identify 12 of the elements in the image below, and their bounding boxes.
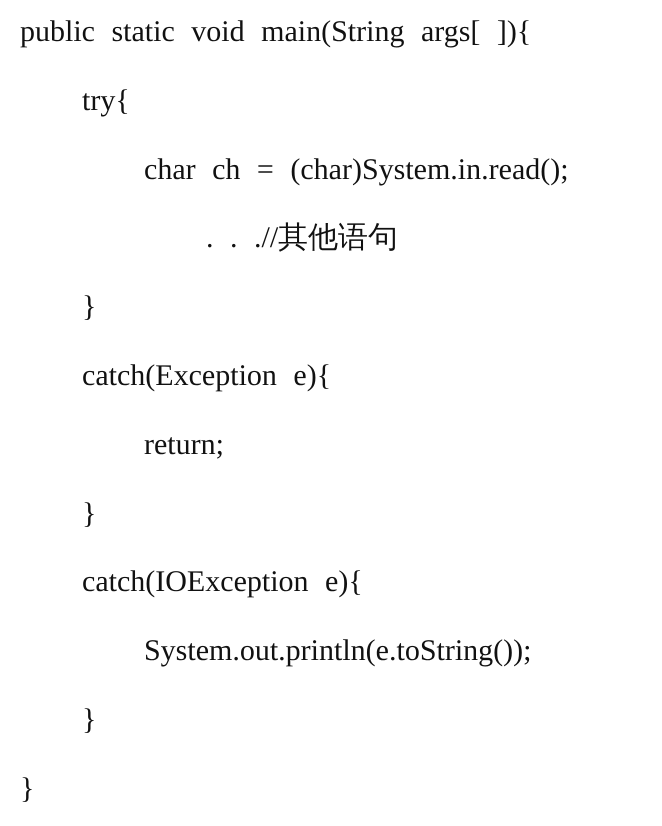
code-line: } bbox=[20, 770, 34, 807]
code-line: } bbox=[82, 289, 96, 326]
code-line: catch(Exception e){ bbox=[82, 358, 332, 394]
code-line: catch(IOException e){ bbox=[82, 564, 363, 600]
code-line: try{ bbox=[82, 82, 130, 119]
code-line: return; bbox=[144, 426, 224, 463]
code-line: char ch = (char)System.in.read(); bbox=[144, 152, 569, 188]
code-line: } bbox=[82, 702, 96, 738]
code-line: . . .//其他语句 bbox=[206, 220, 398, 256]
code-line: } bbox=[82, 496, 96, 532]
code-line: System.out.println(e.toString()); bbox=[144, 633, 532, 670]
code-line: public static void main(String args[ ]){ bbox=[20, 14, 532, 50]
